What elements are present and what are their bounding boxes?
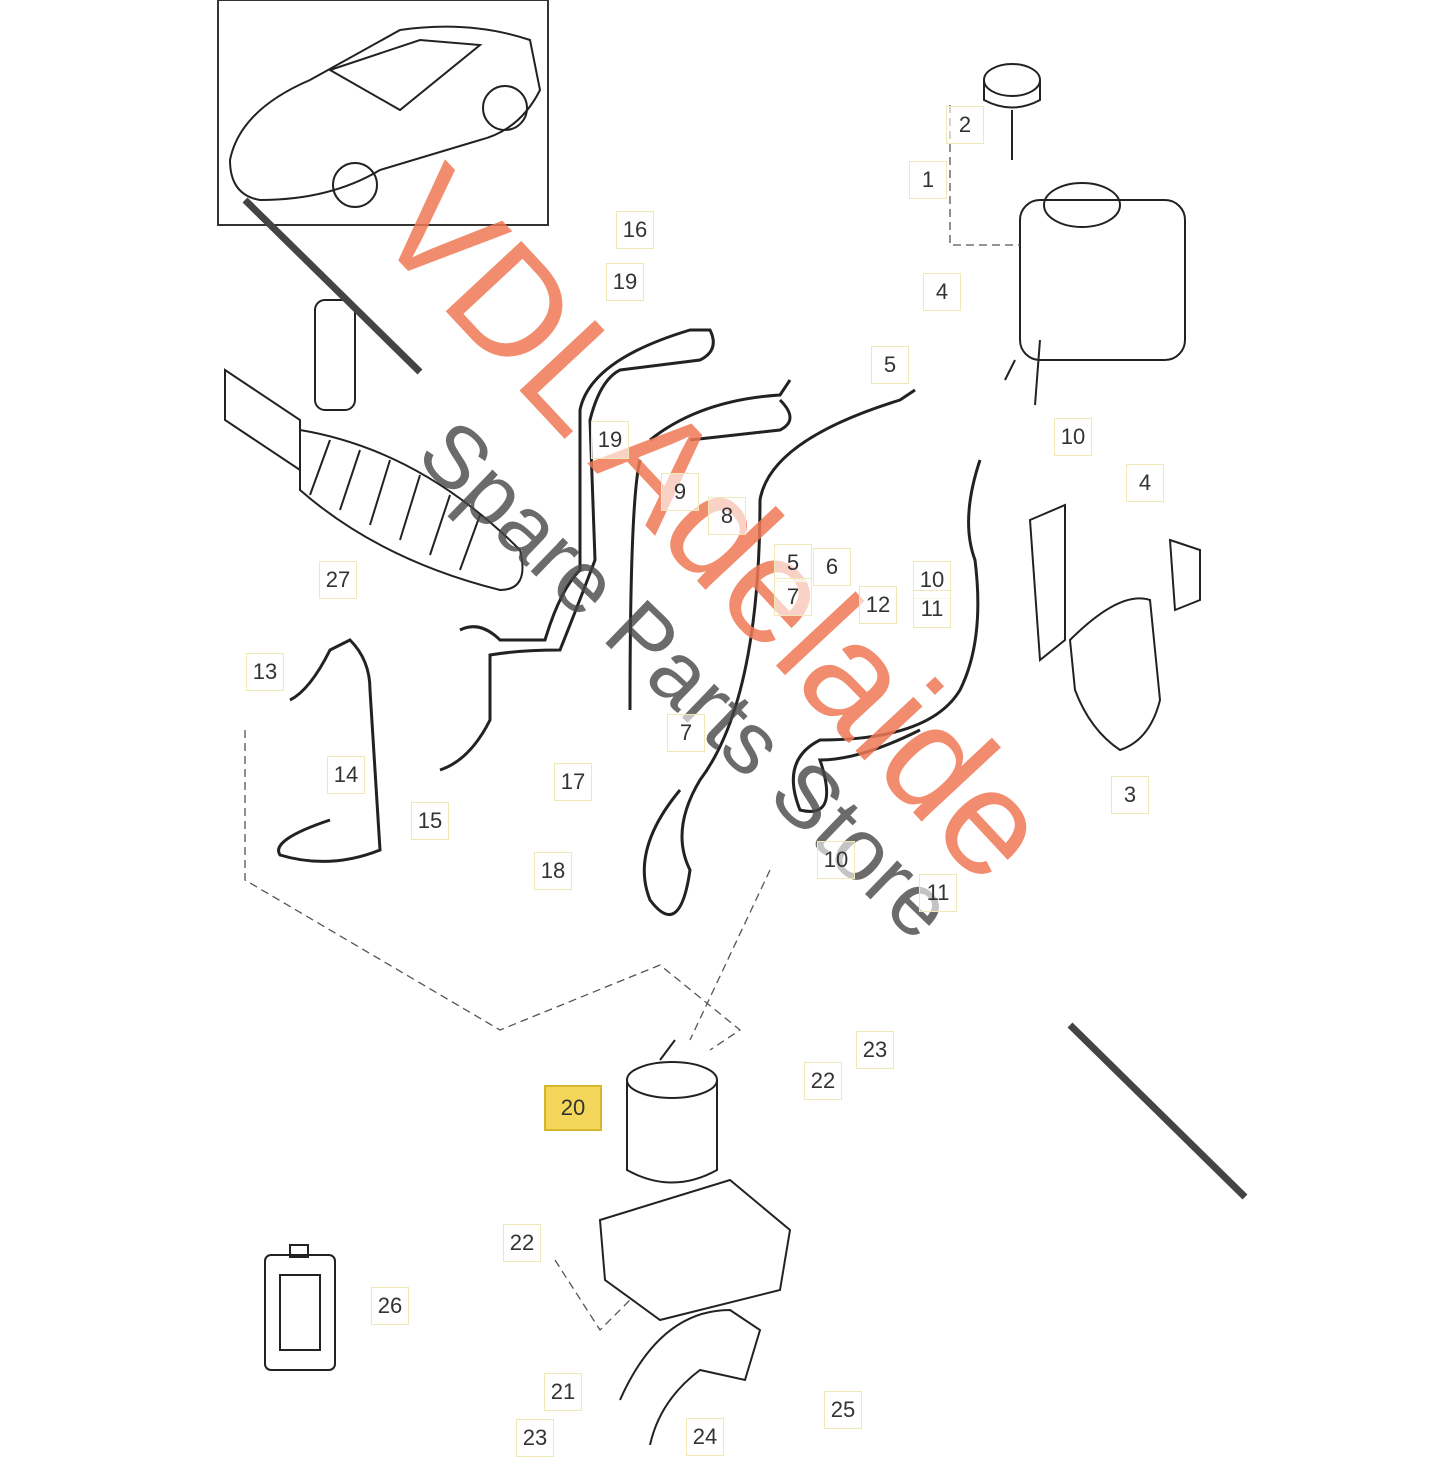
callout[interactable]: 21 xyxy=(544,1373,582,1411)
callout[interactable]: 16 xyxy=(616,211,654,249)
callout[interactable]: 14 xyxy=(327,756,365,794)
callout[interactable]: 4 xyxy=(923,273,961,311)
callout[interactable]: 5 xyxy=(774,544,812,582)
callout[interactable]: 6 xyxy=(813,548,851,586)
callout[interactable]: 26 xyxy=(371,1287,409,1325)
callout[interactable]: 11 xyxy=(919,874,957,912)
callout[interactable]: 27 xyxy=(319,561,357,599)
steering-rack xyxy=(224,299,524,592)
callout[interactable]: 7 xyxy=(667,714,705,752)
callout[interactable]: 9 xyxy=(661,473,699,511)
callout[interactable]: 4 xyxy=(1126,464,1164,502)
callout[interactable]: 24 xyxy=(686,1418,724,1456)
leader-lines xyxy=(244,105,1020,1332)
callout[interactable]: 22 xyxy=(804,1062,842,1100)
callout[interactable]: 19 xyxy=(591,421,629,459)
callout[interactable]: 15 xyxy=(411,802,449,840)
callout[interactable]: 2 xyxy=(946,106,984,144)
accent-lines xyxy=(242,197,1248,1200)
callout[interactable]: 3 xyxy=(1111,776,1149,814)
heat-shield xyxy=(619,1308,762,1445)
callout[interactable]: 13 xyxy=(246,653,284,691)
callout[interactable]: 19 xyxy=(606,263,644,301)
callout[interactable]: 22 xyxy=(503,1224,541,1262)
callout[interactable]: 23 xyxy=(856,1031,894,1069)
pump xyxy=(598,1039,792,1322)
hoses xyxy=(277,328,982,916)
callout[interactable]: 23 xyxy=(516,1419,554,1457)
callout[interactable]: 5 xyxy=(871,346,909,384)
callout[interactable]: 7 xyxy=(774,578,812,616)
fluid-can xyxy=(264,1244,336,1371)
callout[interactable]: 11 xyxy=(913,590,951,628)
callout-highlighted[interactable]: 20 xyxy=(544,1085,602,1131)
callout[interactable]: 10 xyxy=(1054,418,1092,456)
callout[interactable]: 12 xyxy=(859,586,897,624)
callout[interactable]: 8 xyxy=(708,497,746,535)
callout[interactable]: 1 xyxy=(909,161,947,199)
bracket xyxy=(1028,503,1201,752)
callout[interactable]: 18 xyxy=(534,852,572,890)
reservoir xyxy=(983,63,1186,406)
callout[interactable]: 25 xyxy=(824,1391,862,1429)
callout[interactable]: 10 xyxy=(817,841,855,879)
callout[interactable]: 17 xyxy=(554,763,592,801)
vehicle-thumbnail xyxy=(217,0,549,226)
